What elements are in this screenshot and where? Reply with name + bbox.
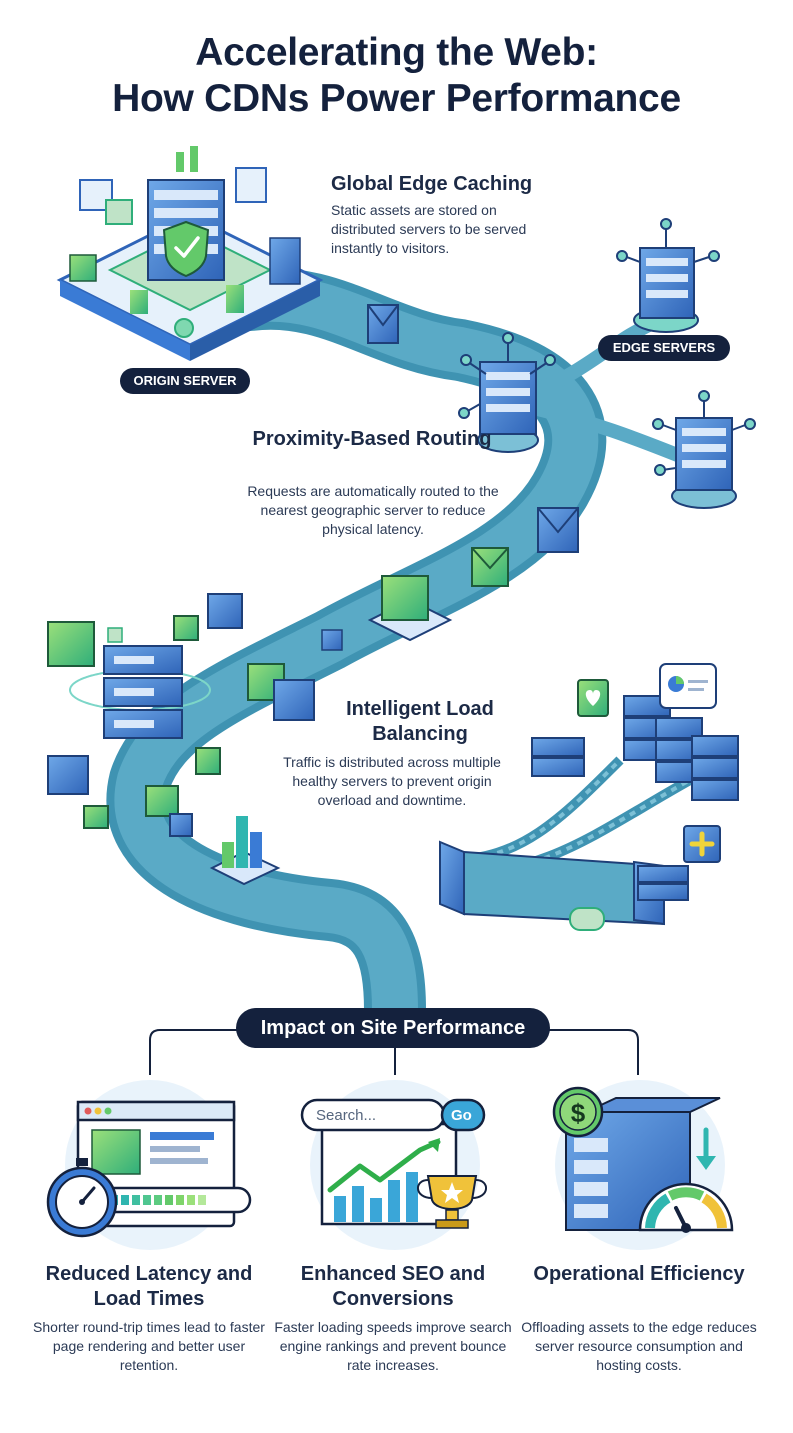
step-body-load-balancing: Traffic is distributed across multiple h… bbox=[283, 754, 501, 808]
stopwatch-icon bbox=[46, 1158, 118, 1238]
impact-card-title-latency: Reduced Latency and Load Times bbox=[45, 1263, 253, 1310]
impact-card-body-latency: Shorter round-trip times lead to faster … bbox=[33, 1319, 265, 1373]
dollar-coin-icon bbox=[552, 1086, 604, 1138]
dollar-sign: $ bbox=[570, 1098, 586, 1128]
latency-illustration bbox=[46, 1080, 252, 1250]
bar-graph-icon bbox=[209, 816, 281, 886]
status-chip-icon bbox=[569, 907, 605, 931]
chart-bubble-icon bbox=[659, 663, 717, 709]
shield-check-icon bbox=[162, 220, 210, 278]
impact-heading: Impact on Site Performance bbox=[236, 1008, 550, 1048]
edge-server-hub bbox=[458, 332, 556, 453]
efficiency-illustration bbox=[552, 1080, 734, 1250]
step-heading-load-balancing: Intelligent Load Balancing bbox=[346, 698, 494, 745]
seo-illustration bbox=[300, 1080, 487, 1250]
trophy-icon bbox=[417, 1175, 487, 1229]
page-title: Accelerating the Web: How CDNs Power Per… bbox=[0, 30, 793, 122]
plus-icon bbox=[683, 825, 721, 863]
impact-card-title-seo: Enhanced SEO and Conversions bbox=[300, 1263, 486, 1310]
search-placeholder: Search... bbox=[316, 1107, 377, 1124]
envelope-icon bbox=[471, 547, 509, 587]
impact-card-body-efficiency: Offloading assets to the edge reduces se… bbox=[521, 1319, 757, 1373]
impact-card-title-efficiency: Operational Efficiency bbox=[533, 1263, 745, 1285]
load-balanced-servers bbox=[531, 695, 739, 901]
step-body-routing: Requests are automatically routed to the… bbox=[247, 483, 499, 537]
server-rack-icon bbox=[69, 645, 211, 739]
step-heading-edge-caching: Global Edge Caching bbox=[331, 173, 533, 195]
step-heading-routing: Proximity-Based Routing bbox=[252, 428, 492, 450]
step-body-edge-caching: Static assets are stored on distributed … bbox=[331, 202, 527, 256]
go-label: Go bbox=[451, 1107, 472, 1124]
edge-server-right bbox=[652, 390, 756, 509]
cube-icon bbox=[367, 575, 453, 642]
edge-servers-label: EDGE SERVERS bbox=[598, 335, 730, 361]
title-line-2: How CDNs Power Performance bbox=[112, 77, 681, 120]
floating-cubes bbox=[47, 593, 343, 837]
envelope-icon bbox=[537, 507, 579, 553]
title-line-1: Accelerating the Web: bbox=[195, 31, 598, 74]
envelope-icon bbox=[367, 304, 399, 344]
go-button-shape bbox=[440, 1098, 486, 1132]
gauge-icon bbox=[638, 1182, 734, 1233]
origin-server-label: ORIGIN SERVER bbox=[120, 368, 250, 394]
heart-bubble-icon bbox=[577, 679, 609, 717]
impact-card-body-seo: Faster loading speeds improve search eng… bbox=[274, 1319, 512, 1373]
origin-server-illustration bbox=[56, 146, 324, 361]
progress-fill bbox=[110, 1195, 206, 1205]
edge-server-top bbox=[616, 218, 720, 333]
